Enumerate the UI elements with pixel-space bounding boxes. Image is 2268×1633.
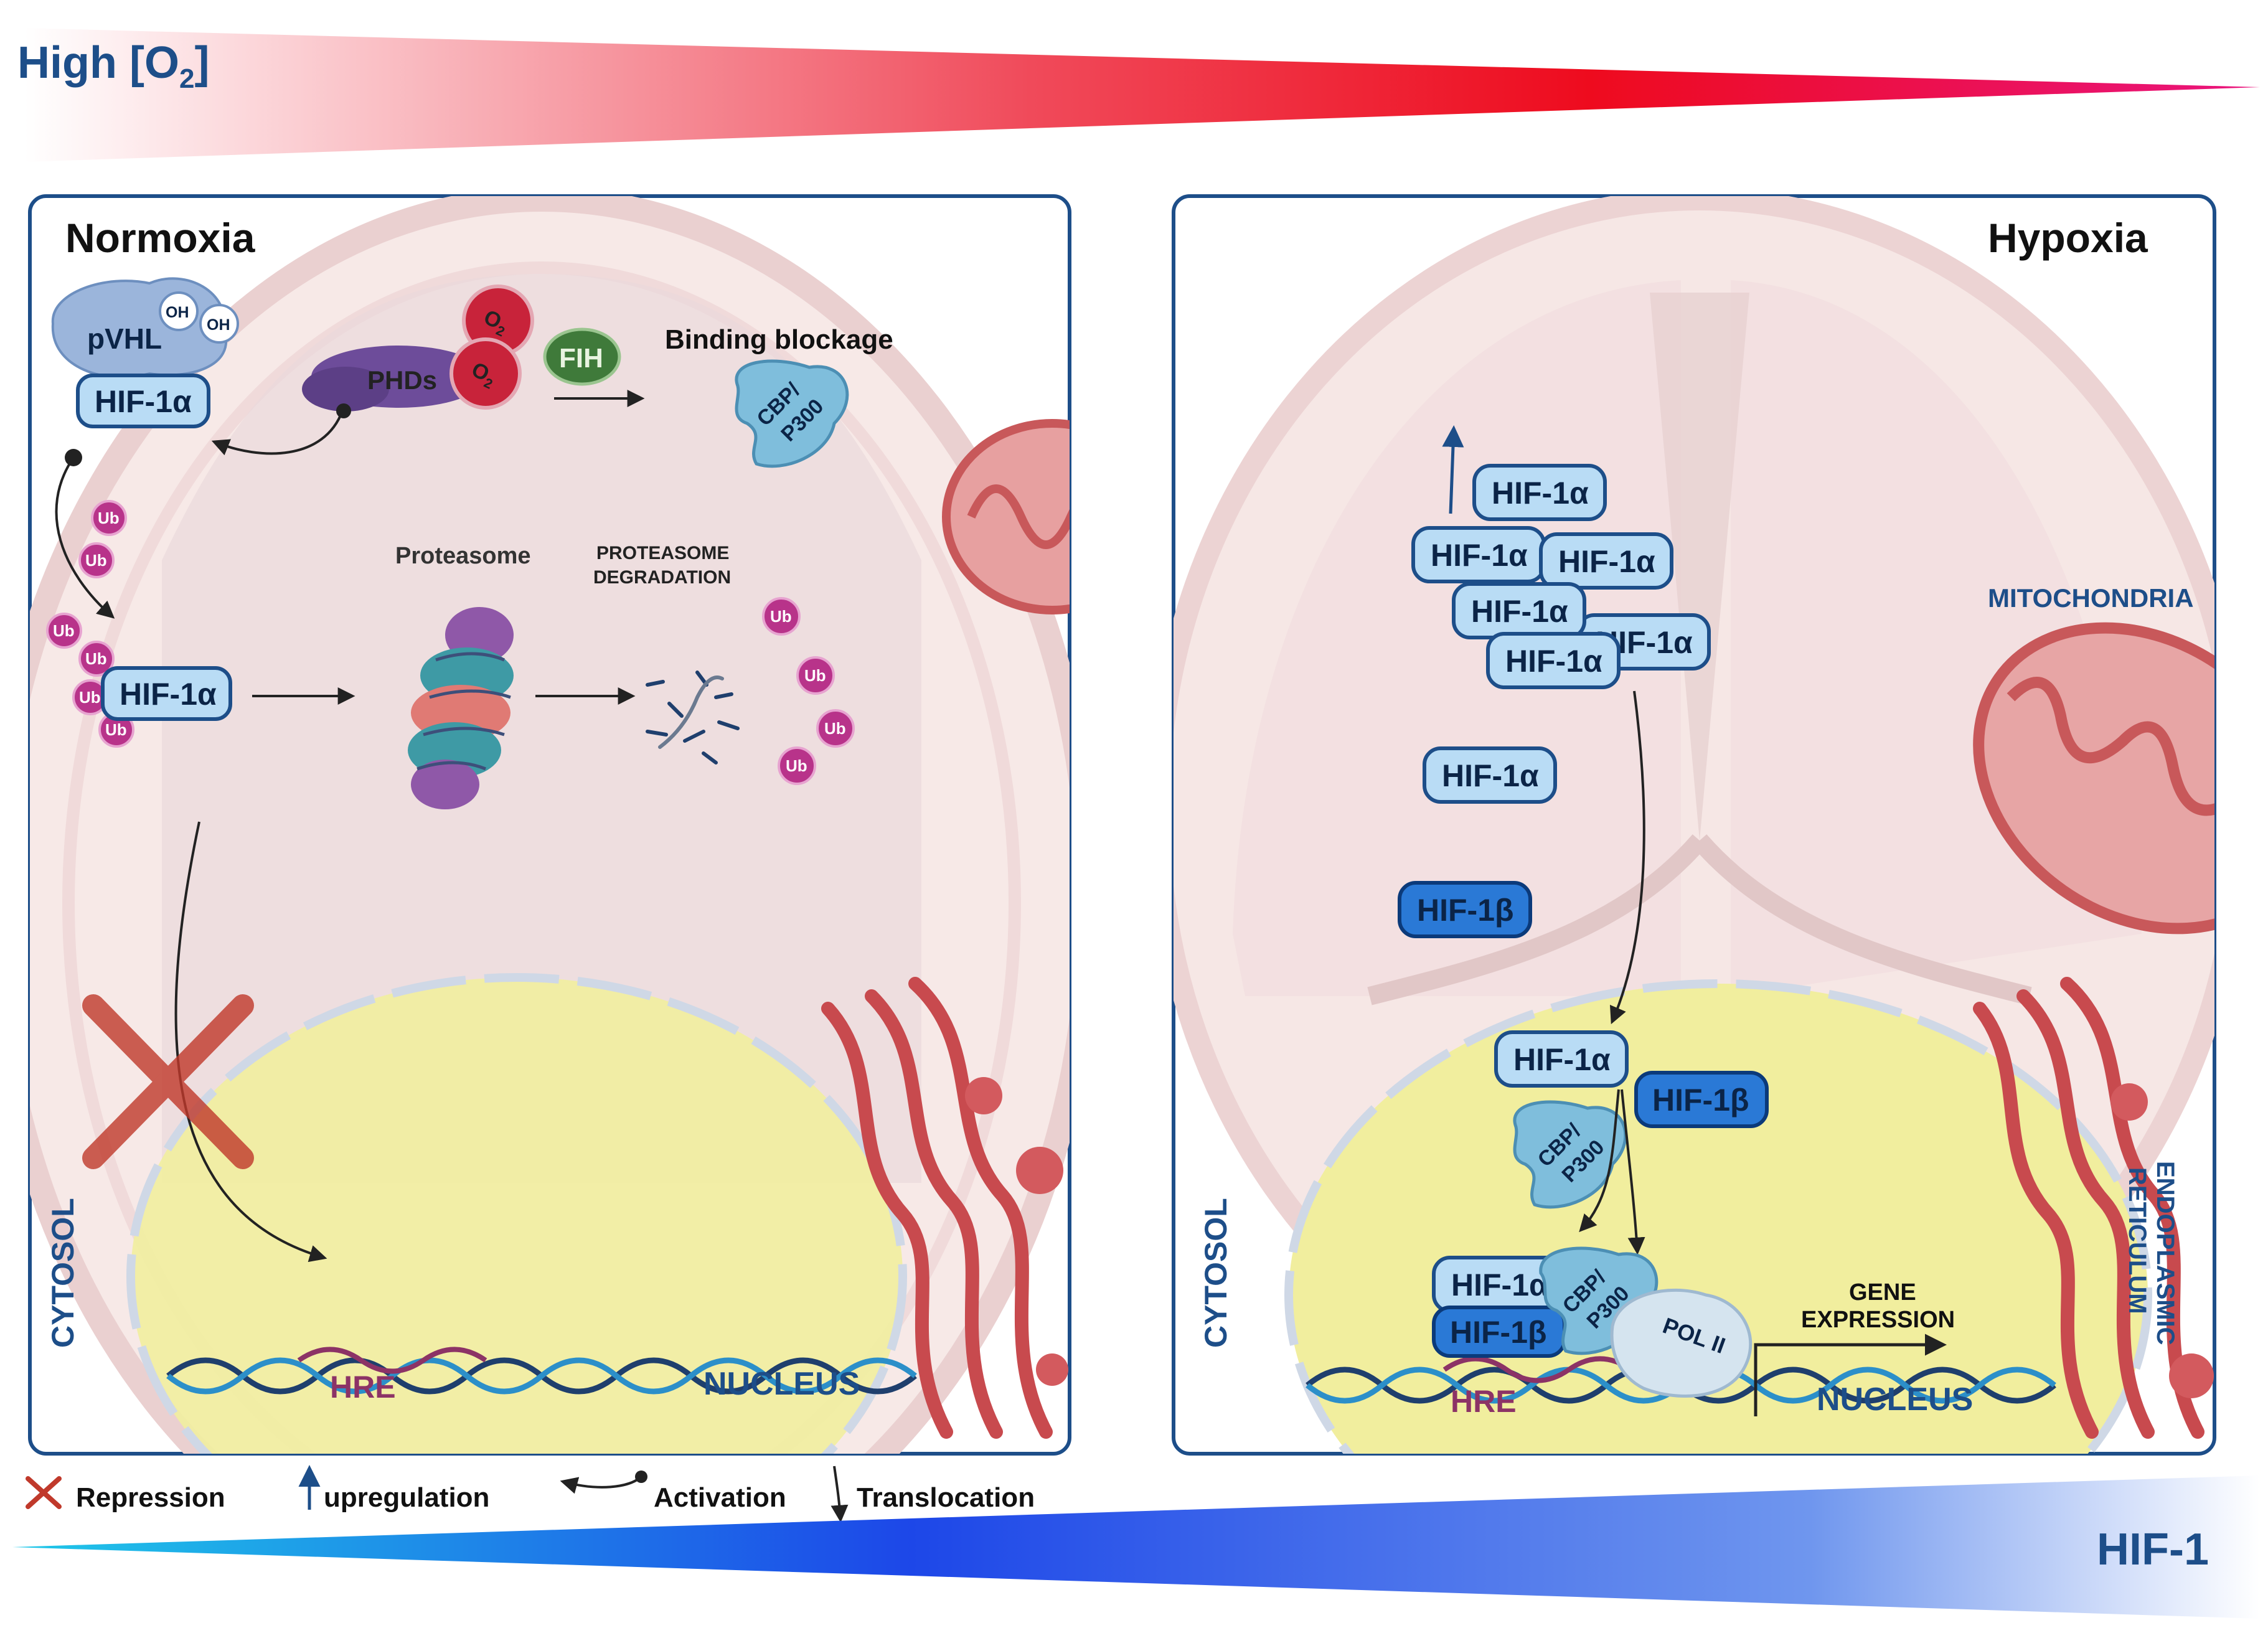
svg-text:Ub: Ub (98, 509, 120, 527)
svg-text:HIF-1α: HIF-1α (1431, 538, 1528, 573)
hif1b-cytosol: HIF-1β (1398, 881, 1532, 938)
hif1a-cluster: HIF-1α HIF-1α HIF-1α HIF-1α HIF-1α HIF-1… (1411, 464, 1711, 689)
mitochondrion (1973, 622, 2214, 934)
svg-text:FIH: FIH (559, 343, 603, 374)
svg-text:Ub: Ub (105, 720, 127, 739)
svg-text:HIF-1α: HIF-1α (1492, 476, 1589, 511)
degraded-fragments (646, 671, 740, 765)
legend-activation-icon (560, 1471, 647, 1494)
svg-text:Ub: Ub (53, 621, 75, 640)
legend-activation: Activation (654, 1482, 786, 1513)
svg-text:Ub: Ub (786, 756, 807, 775)
released-ubiquitin: Ub Ub Ub Ub (762, 597, 855, 785)
oxygen-gradient-label: High [O2] (17, 38, 209, 94)
proteasome-degradation-label: PROTEASOME (596, 543, 729, 563)
fih-enzyme: FIH (543, 327, 621, 386)
svg-text:OH: OH (207, 316, 230, 334)
dna-strand (166, 1347, 917, 1395)
mitochondrion (942, 419, 1070, 614)
cytosol-label: CYTOSOL (1198, 1198, 1233, 1348)
svg-text:Ub: Ub (79, 688, 101, 707)
svg-text:Ub: Ub (85, 551, 107, 570)
hypoxia-panel: Hypoxia HIF-1α HIF-1α HIF-1α HIF-1α HIF-… (1172, 194, 2216, 1456)
svg-text:HIF-1α: HIF-1α (95, 384, 192, 419)
hif1-gradient-bar (12, 1475, 2260, 1619)
svg-text:HIF-1α: HIF-1α (1442, 758, 1539, 793)
normoxia-title: Normoxia (65, 215, 256, 261)
nucleus-label: NUCLEUS (703, 1366, 860, 1402)
oxygen-gradient-bar (25, 28, 2260, 162)
svg-text:HIF-1β: HIF-1β (1417, 893, 1514, 928)
legend-translocation: Translocation (857, 1482, 1035, 1513)
legend-repression-icon (26, 1476, 62, 1509)
nucleus-label: NUCLEUS (1817, 1381, 1973, 1418)
nucleus (131, 977, 903, 1454)
svg-text:OH: OH (166, 304, 189, 321)
legend-repression: Repression (76, 1482, 225, 1513)
svg-text:Ub: Ub (770, 607, 792, 626)
hif1-gradient-label: HIF-1 (2097, 1525, 2209, 1574)
svg-text:HIF-1β: HIF-1β (1450, 1315, 1547, 1350)
hif1b-nuclear: HIF-1β (1634, 1071, 1769, 1128)
svg-text:Ub: Ub (824, 719, 846, 738)
arrow-to-complex-a (1579, 1089, 1620, 1233)
legend-upregulation: upregulation (324, 1482, 489, 1513)
svg-text:HIF-1α: HIF-1α (1451, 1268, 1548, 1302)
endoplasmic-reticulum (821, 977, 1053, 1439)
hif1a-pvhl-complex: HIF-1α (76, 374, 210, 428)
hif1a-ubiquitinated: HIF-1α (101, 666, 232, 721)
legend-translocation-icon (831, 1466, 849, 1523)
ubiquitination-arrow (55, 456, 115, 619)
binding-blockage-label: Binding blockage (665, 324, 893, 355)
hif1a-nuclear: HIF-1α (1494, 1030, 1629, 1088)
activation-arrow-phds (211, 410, 344, 456)
svg-text:HIF-1β: HIF-1β (1652, 1083, 1749, 1118)
hre-label: HRE (330, 1370, 396, 1405)
arrow-to-complex-b (1621, 1089, 1645, 1255)
hre-label: HRE (1451, 1384, 1517, 1419)
phds-enzyme: PHDs (302, 346, 486, 412)
hypoxia-title: Hypoxia (1988, 215, 2148, 261)
legend: Repression upregulation Activation Trans… (26, 1465, 1035, 1523)
repression-x (82, 994, 254, 1169)
svg-text:pVHL: pVHL (87, 322, 162, 355)
cbp-p300-protein: CBP/ P300 (735, 359, 849, 468)
proteasome-label: Proteasome (395, 543, 531, 569)
svg-text:HIF-1α: HIF-1α (1471, 594, 1568, 629)
upregulation-arrow (1442, 425, 1464, 514)
proteasome-degradation-label-line2: DEGRADATION (593, 567, 731, 588)
oxygen-molecule: O2 O2 (449, 285, 534, 410)
nucleus (1289, 984, 2148, 1454)
cytosol-label: CYTOSOL (45, 1198, 80, 1348)
svg-text:HIF-1α: HIF-1α (1505, 644, 1602, 679)
svg-text:PHDs: PHDs (367, 365, 437, 395)
svg-text:Ub: Ub (804, 666, 826, 685)
svg-text:Ub: Ub (85, 649, 107, 668)
svg-text:HIF-1α: HIF-1α (1558, 544, 1655, 579)
svg-text:HIF-1α: HIF-1α (120, 677, 217, 712)
svg-text:HIF-1α: HIF-1α (1513, 1042, 1611, 1077)
mitochondria-label: MITOCHONDRIA (1988, 583, 2194, 613)
proteasome (408, 607, 514, 809)
translocation-arrow (1609, 690, 1645, 1025)
endoplasmic-reticulum (1973, 977, 2204, 1439)
transcription-complex: HIF-1α HIF-1β CBP/ P300 (1432, 1246, 1659, 1358)
cbp-p300-nuclear: CBP/ P300 (1513, 1100, 1627, 1209)
gene-expression-label-line2: EXPRESSION (1801, 1307, 1955, 1333)
hif1a-free: HIF-1α (1423, 746, 1557, 804)
ubiquitin-chain: Ub Ub Ub Ub Ub Ub (46, 500, 134, 748)
hydroxyl-group: OH OH (159, 291, 239, 344)
gene-expression-label: GENE (1849, 1279, 1916, 1306)
er-label: ENDOPLASMIC (2152, 1161, 2179, 1345)
normoxia-panel: Normoxia pVHL OH OH HIF-1α PHDs O2 (28, 194, 1071, 1456)
gene-expression-arrow (1754, 1334, 1947, 1416)
er-label-line2: RETICULUM (2124, 1167, 2151, 1314)
rna-polymerase-ii: POL II (1610, 1288, 1753, 1398)
